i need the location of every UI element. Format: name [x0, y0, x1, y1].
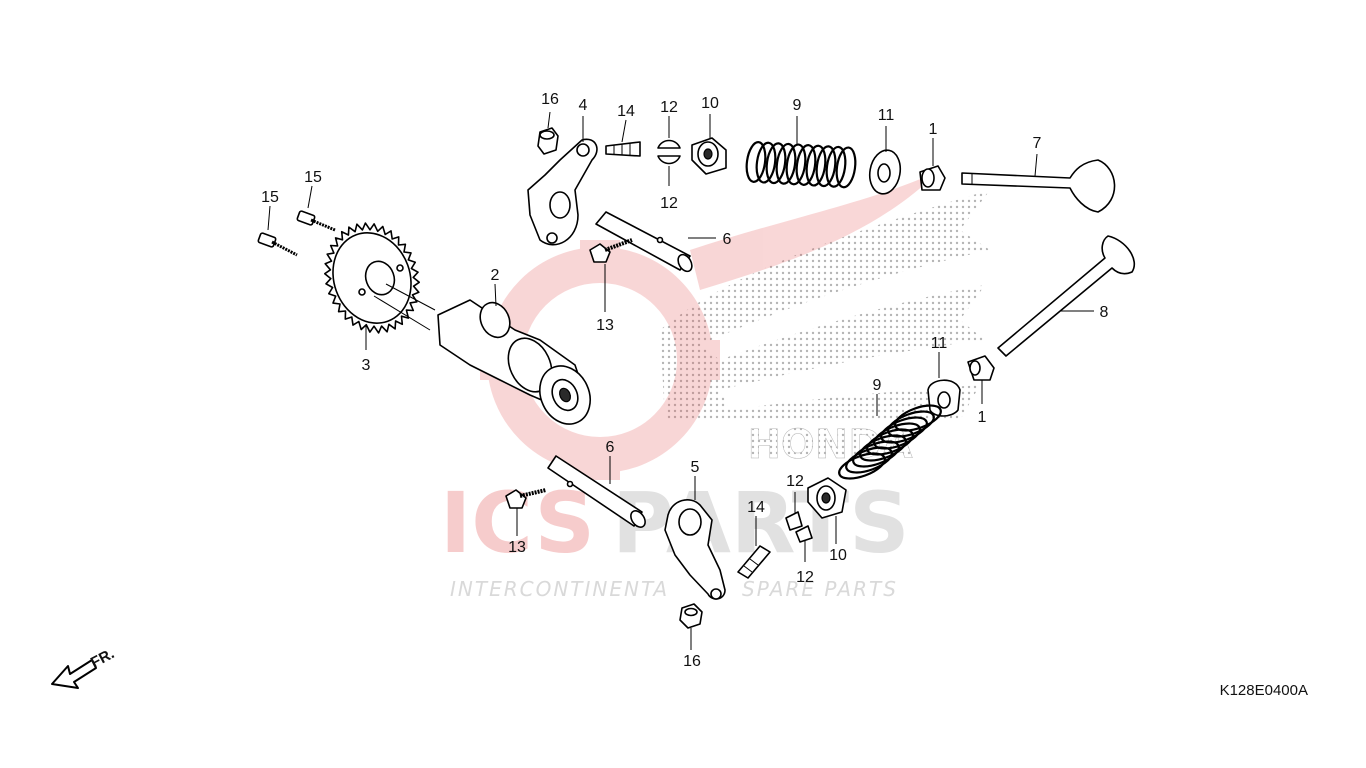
watermark-tagline-right: SPARE PARTS: [742, 577, 898, 601]
gear-watermark: [480, 170, 940, 480]
adjusting-screw-lower: [737, 545, 771, 579]
callout-1: 1: [978, 409, 987, 426]
callout-12: 12: [796, 569, 814, 586]
spring-coil: [835, 146, 857, 189]
spring-coil: [755, 141, 777, 184]
callout-13: 13: [596, 317, 614, 334]
callout-12: 12: [786, 473, 804, 490]
valve-cotter-upper: [657, 139, 681, 165]
valve-exhaust: [961, 159, 1116, 213]
bolt-lower: [505, 488, 547, 509]
callout-6: 6: [606, 439, 615, 456]
front-direction-indicator: FR.: [51, 645, 117, 689]
spring-coil: [795, 144, 817, 186]
callout-9: 9: [873, 377, 882, 394]
honda-logo-text: HONDA: [747, 422, 912, 468]
callout-3: 3: [362, 357, 371, 374]
drawing-code: K128E0400A: [1220, 682, 1308, 699]
spring-coil: [880, 416, 928, 444]
callout-9: 9: [793, 97, 802, 114]
rocker-arm-lower: [664, 499, 726, 600]
arrow-front-icon: [51, 659, 97, 689]
valve-cotter-lower: [785, 511, 813, 543]
callout-2: 2: [491, 267, 500, 284]
watermark: HONDA ICS PARTS INTERCONTINENTA SPARE PA…: [440, 170, 990, 601]
sprocket-bolt-lower: [257, 232, 298, 257]
stem-seal-upper: [691, 137, 727, 175]
callout-12: 12: [660, 195, 678, 212]
bolt-upper: [589, 238, 633, 263]
callout-12: 12: [660, 99, 678, 116]
valve-intake: [997, 235, 1135, 357]
spring-coil: [815, 145, 837, 188]
cam-sprocket: [324, 222, 420, 334]
callout-7: 7: [1033, 135, 1042, 152]
callout-13: 13: [508, 539, 526, 556]
spring-coil: [887, 410, 935, 438]
callout-16: 16: [541, 91, 559, 108]
callout-4: 4: [579, 97, 588, 114]
spring-retainer-lower: [927, 379, 961, 417]
camshaft: [373, 283, 591, 425]
watermark-tagline-left: INTERCONTINENTA: [450, 577, 669, 601]
valve-spring-lower: [838, 404, 942, 480]
spring-coil: [894, 404, 942, 432]
callout-10: 10: [829, 547, 847, 564]
spring-seat-lower: [967, 355, 995, 381]
spring-coil: [785, 143, 807, 186]
spring-seat-upper: [919, 165, 946, 191]
callout-5: 5: [691, 459, 700, 476]
callout-1: 1: [929, 121, 938, 138]
callout-6: 6: [723, 231, 732, 248]
spring-coil: [775, 142, 797, 185]
adjusting-screw-upper: [605, 141, 641, 157]
callout-16: 16: [683, 653, 701, 670]
honda-wing-watermark: [660, 190, 990, 420]
rocker-arm-upper: [527, 138, 598, 246]
spring-coil: [765, 142, 787, 185]
spring-coil: [825, 145, 847, 188]
spring-coil: [805, 144, 827, 187]
callout-11: 11: [931, 335, 948, 352]
valve-spring-upper: [745, 141, 857, 189]
callout-11: 11: [878, 107, 895, 124]
callout-14: 14: [747, 499, 765, 516]
nut-lower: [679, 603, 703, 629]
rocker-shaft-lower: [547, 455, 646, 528]
callout-15: 15: [261, 189, 279, 206]
spring-coil: [745, 141, 767, 183]
callout-labels: 16 4 14 12 10 9 11 1 7 12 15 15 2 6 13 3…: [261, 91, 1108, 670]
sprocket-bolt-upper: [296, 210, 336, 232]
nut-upper: [537, 127, 559, 155]
stem-seal-lower: [807, 477, 847, 519]
spring-retainer-upper: [868, 149, 902, 195]
leader-lines: [267, 111, 1094, 650]
callout-10: 10: [701, 95, 719, 112]
rocker-shaft-upper: [595, 211, 693, 273]
callout-15: 15: [304, 169, 322, 186]
callout-8: 8: [1100, 304, 1109, 321]
callout-14: 14: [617, 103, 635, 120]
